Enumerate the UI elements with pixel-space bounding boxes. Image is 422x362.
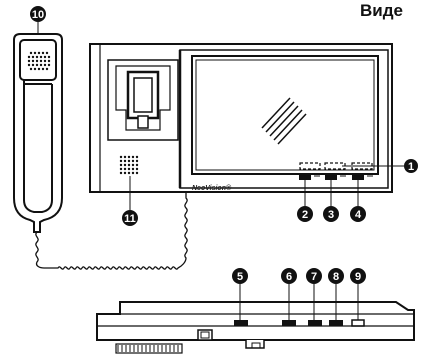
connector-7[interactable]: [308, 320, 322, 326]
monitor-button-4[interactable]: [352, 175, 364, 180]
svg-text:2: 2: [302, 209, 308, 221]
monitor-speaker-grille: [119, 155, 139, 175]
screen-glare-icon: [261, 97, 307, 145]
svg-text:9: 9: [355, 271, 361, 283]
bottom-view: [96, 301, 415, 354]
svg-text:7: 7: [311, 271, 317, 283]
callout-5-marker: 5: [232, 268, 248, 284]
handset-speaker-grille: [27, 51, 51, 71]
callout-4-marker: 4: [350, 206, 366, 222]
monitor-button-3[interactable]: [325, 175, 337, 180]
callout-3-marker: 3: [323, 206, 339, 222]
callout-2-marker: 2: [297, 206, 313, 222]
svg-text:10: 10: [32, 9, 44, 21]
connector-6[interactable]: [282, 320, 296, 326]
handset: [13, 33, 63, 233]
monitor-button-2[interactable]: [299, 175, 311, 180]
svg-text:3: 3: [328, 209, 334, 221]
callout-10-marker: 10: [30, 6, 46, 22]
callout-8-marker: 8: [328, 268, 344, 284]
svg-text:4: 4: [355, 209, 362, 221]
page-title: Виде: [360, 1, 403, 20]
bottom-leader-lines: [239, 284, 359, 320]
svg-text:6: 6: [286, 271, 292, 283]
coiled-cord: [35, 192, 188, 270]
svg-text:1: 1: [408, 161, 414, 173]
callout-11-marker: 11: [122, 210, 138, 226]
monitor-screen: [191, 55, 379, 175]
callout-9-marker: 9: [350, 268, 366, 284]
camera-panel: [107, 59, 179, 141]
svg-text:5: 5: [237, 271, 243, 283]
connector-8[interactable]: [329, 320, 343, 326]
brand-label: NeoVision®: [192, 184, 232, 192]
connector-5[interactable]: [234, 320, 248, 326]
svg-text:8: 8: [333, 271, 339, 283]
callout-7-marker: 7: [306, 268, 322, 284]
monitor-leader-lines: [129, 165, 404, 210]
svg-text:11: 11: [124, 213, 136, 225]
callout-1-marker: 1: [404, 159, 418, 173]
callout-6-marker: 6: [281, 268, 297, 284]
